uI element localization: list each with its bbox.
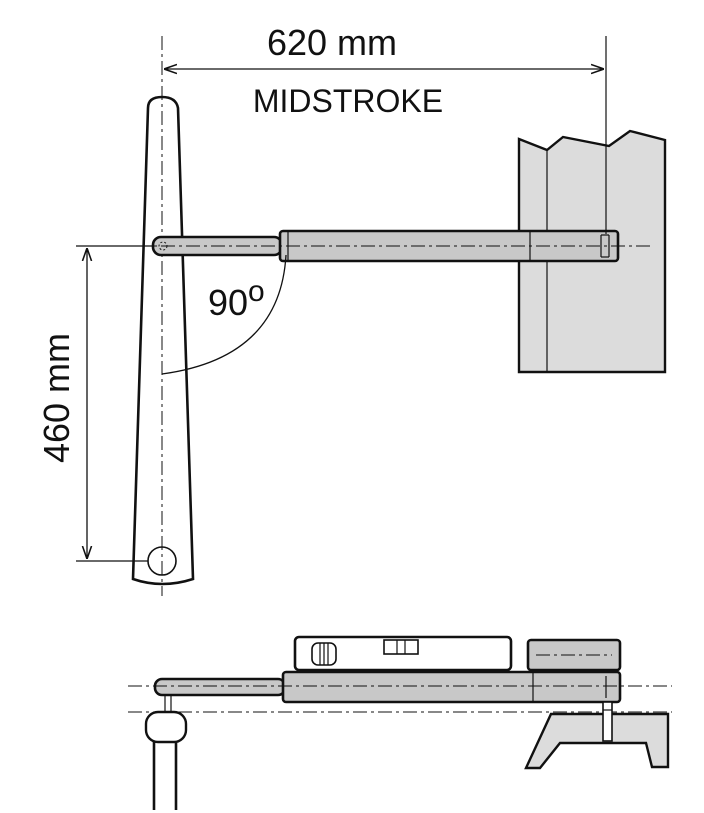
left-post bbox=[144, 695, 188, 810]
lever-arm bbox=[131, 95, 195, 586]
side-cylinder-body bbox=[281, 670, 622, 704]
angle-label: 90o bbox=[208, 275, 265, 323]
vertical-dimension-label: 460 mm bbox=[36, 333, 77, 463]
angle-value: 90 bbox=[208, 282, 248, 323]
angle-unit: o bbox=[248, 275, 265, 308]
side-piston-rod bbox=[153, 677, 287, 697]
right-support-frame bbox=[524, 701, 670, 770]
midstroke-label: MIDSTROKE bbox=[253, 83, 443, 119]
angle-arc bbox=[161, 254, 287, 375]
spirit-level bbox=[293, 635, 513, 672]
horizontal-dimension-label: 620 mm bbox=[267, 22, 397, 63]
